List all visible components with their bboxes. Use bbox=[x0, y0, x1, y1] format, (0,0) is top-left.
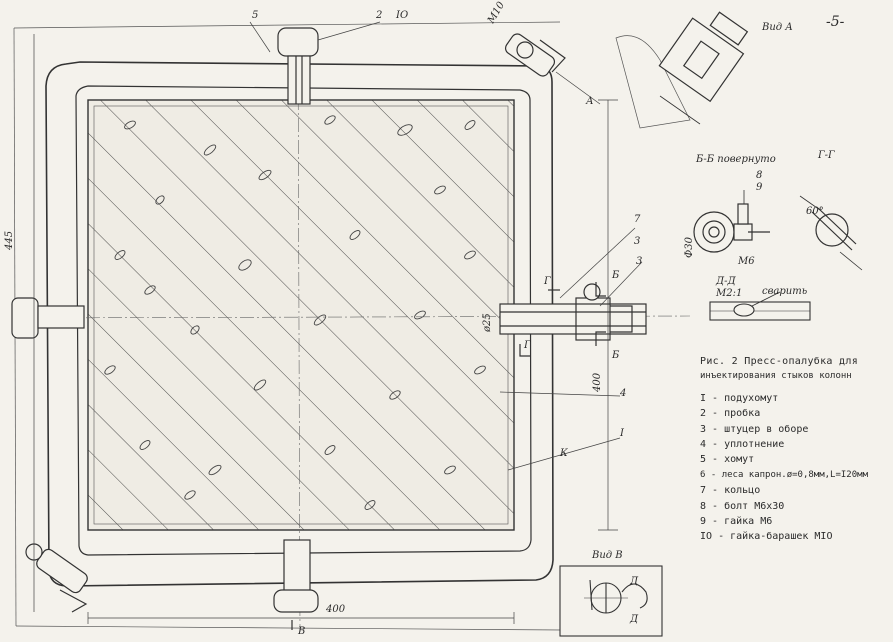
dimension-lines bbox=[33, 21, 643, 624]
legend-item: 7 - кольцо bbox=[700, 485, 761, 497]
section-gg-detail bbox=[799, 195, 863, 271]
figure-subtitle: инъектирования стыков колонн bbox=[700, 371, 852, 382]
callout-8: 8 bbox=[756, 170, 763, 181]
wing-nut-bottom-left bbox=[25, 543, 88, 613]
legend-item: 3 - штуцер в оборе bbox=[700, 423, 809, 435]
legend-item: IO - гайка-барашек МIO bbox=[700, 531, 833, 543]
detail-dd-label: Д-Д bbox=[716, 276, 736, 287]
section-gg-label: Г-Г bbox=[818, 150, 835, 161]
marker-g-top: Г bbox=[544, 276, 551, 287]
callout-1: I bbox=[620, 428, 624, 439]
column-section bbox=[87, 99, 515, 531]
callout-5: 5 bbox=[252, 10, 259, 21]
marker-b-bottom: Б bbox=[612, 350, 620, 361]
marker-a: А bbox=[586, 96, 594, 107]
dim-445: 445 bbox=[4, 230, 15, 250]
legend-item: I - подухомут bbox=[700, 392, 779, 404]
bottom-plug bbox=[273, 539, 319, 613]
marker-g-bottom: Г bbox=[524, 340, 531, 351]
legend-block: Рис. 2 Пресс-опалубка для инъектирования… bbox=[700, 354, 890, 545]
legend-item: 4 - уплотнение bbox=[700, 439, 785, 451]
marker-v: В bbox=[298, 626, 306, 637]
top-plug bbox=[277, 27, 319, 105]
view-v-label: Вид В bbox=[592, 550, 623, 561]
marker-b-top: Б bbox=[612, 270, 620, 281]
section-markers bbox=[291, 282, 606, 630]
page-number: -5- bbox=[826, 14, 845, 30]
legend-item: 6 - леса капрон.ø=0,8мм,L=I20мм bbox=[700, 469, 868, 480]
dim-400-side: 400 bbox=[592, 372, 603, 392]
callout-9: 9 bbox=[756, 182, 763, 193]
dim-phi30: Ф30 bbox=[684, 236, 695, 258]
view-a-detail bbox=[615, 11, 749, 129]
callout-3a: 3 bbox=[634, 236, 641, 247]
wing-nut-top-right bbox=[504, 33, 566, 77]
legend-item: 2 - пробка bbox=[700, 408, 761, 420]
section-bb-detail bbox=[693, 190, 770, 253]
clamp-inner-band bbox=[75, 85, 532, 556]
left-plug bbox=[11, 297, 85, 339]
figure-title: Рис. 2 Пресс-опалубка для bbox=[700, 356, 859, 367]
view-v-detail bbox=[559, 565, 663, 637]
callout-k: К bbox=[560, 448, 568, 459]
dim-60deg: 60° bbox=[806, 206, 824, 217]
legend-item: 5 - хомут bbox=[700, 454, 755, 466]
callout-3b: 3 bbox=[636, 256, 643, 267]
legend-item: 8 - болт М6х30 bbox=[700, 500, 785, 512]
marker-d-bottom: Д bbox=[630, 614, 639, 625]
callout-7: 7 bbox=[634, 214, 641, 225]
detail-scale-label: М2:1 bbox=[716, 288, 743, 299]
callout-10: IO bbox=[396, 10, 409, 21]
callout-4: 4 bbox=[620, 388, 627, 399]
dim-400-bottom: 400 bbox=[326, 604, 346, 615]
right-nozzle bbox=[499, 283, 647, 341]
weld-note: сварить bbox=[762, 286, 808, 297]
section-bb-label: Б-Б повернуто bbox=[696, 154, 776, 165]
dim-m6: М6 bbox=[738, 256, 755, 267]
marker-d-top: Д bbox=[630, 576, 639, 587]
callout-2: 2 bbox=[376, 10, 383, 21]
legend-item: 9 - гайка М6 bbox=[700, 516, 773, 528]
dim-phi25: ø25 bbox=[482, 313, 493, 332]
view-a-label: Вид А bbox=[762, 22, 793, 33]
detail-dd bbox=[709, 291, 811, 321]
